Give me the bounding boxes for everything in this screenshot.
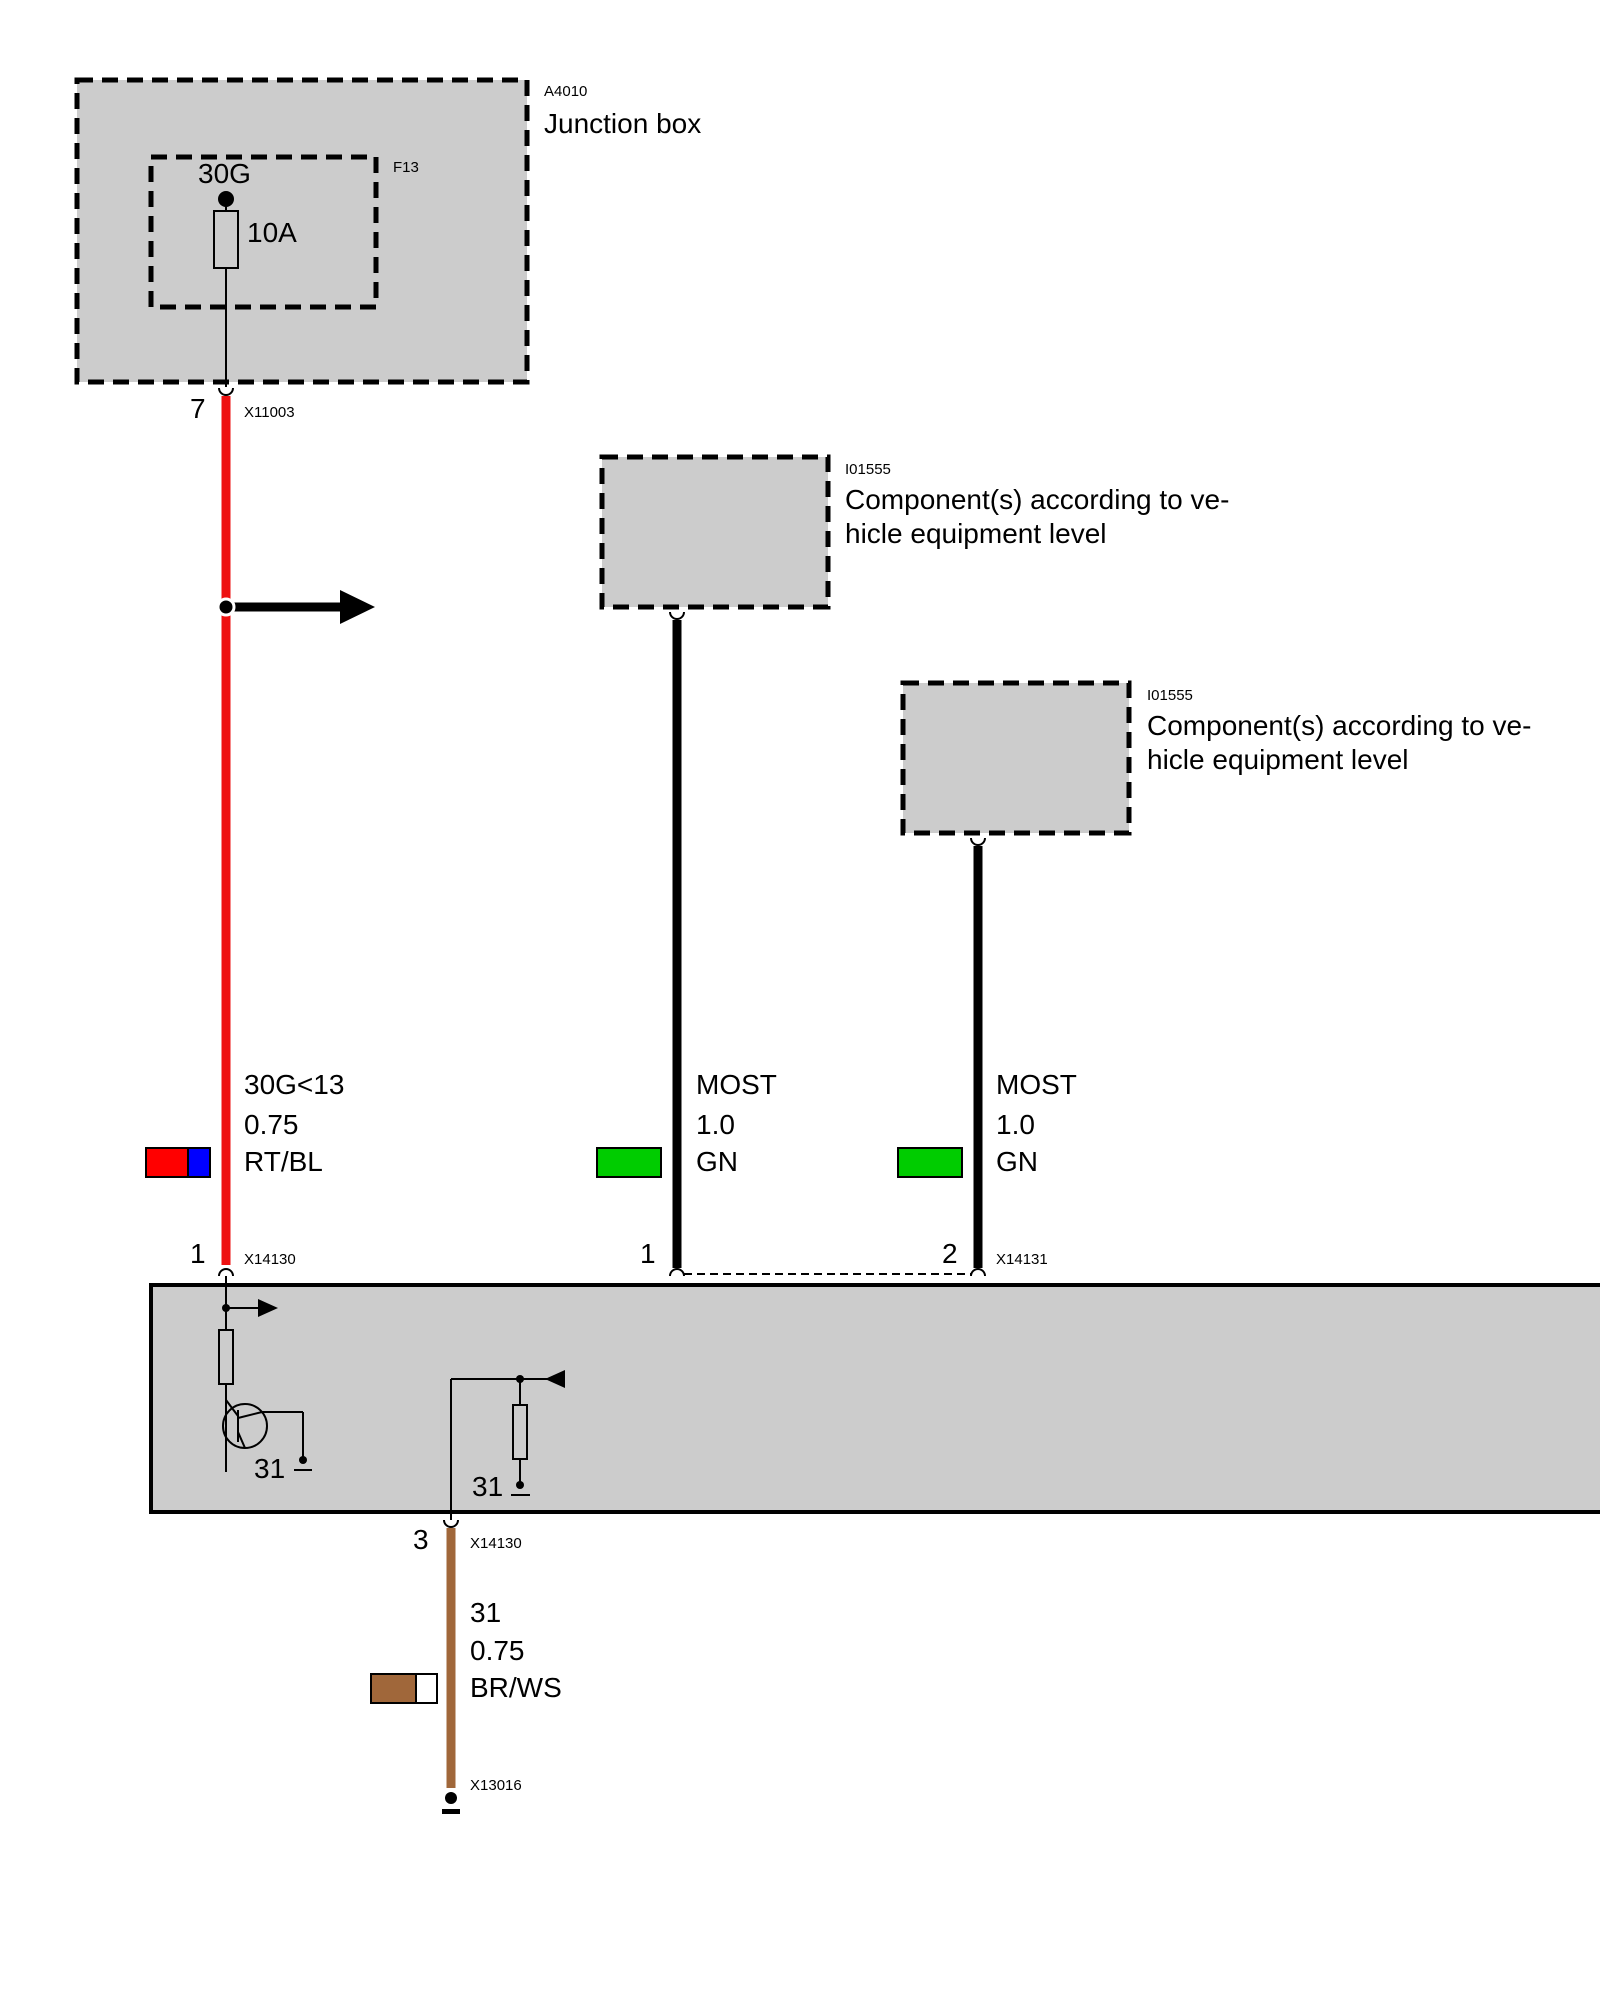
component-1-line2: hicle equipment level bbox=[845, 518, 1107, 549]
component-2-line1: Component(s) according to ve- bbox=[1147, 710, 1531, 741]
most-wire-2: MOST 1.0 GN bbox=[897, 846, 1077, 1268]
junction-box-name: Junction box bbox=[544, 108, 701, 139]
fuse-f13: F13 30G 10A bbox=[148, 154, 419, 387]
internal-input-arrow-icon bbox=[545, 1370, 565, 1388]
branch-arrow-icon bbox=[340, 590, 375, 624]
most-wire-1-swatch bbox=[596, 1147, 662, 1178]
connector-x14131-id: X14131 bbox=[996, 1251, 1048, 1268]
connector-x14130-pin1: 1 bbox=[190, 1238, 206, 1269]
ground-point-dot bbox=[445, 1792, 457, 1804]
most-wire-2-color-code: GN bbox=[996, 1146, 1038, 1177]
module-ground-1: 31 bbox=[254, 1453, 285, 1484]
connector-x13016-id: X13016 bbox=[470, 1777, 522, 1794]
connector-x14130-id-bottom: X14130 bbox=[470, 1535, 522, 1552]
component-1-line1: Component(s) according to ve- bbox=[845, 484, 1229, 515]
resistor-1 bbox=[218, 1329, 234, 1385]
most-wire-1-gauge: 1.0 bbox=[696, 1109, 735, 1140]
module-connectors: 1 X14130 1 2 X14131 bbox=[190, 1238, 1048, 1277]
connector-x14130-pin3: 3 bbox=[413, 1524, 429, 1555]
resistor-2 bbox=[512, 1404, 528, 1460]
ground-wire-swatch-white bbox=[415, 1673, 438, 1704]
connector-x11003-id: X11003 bbox=[244, 404, 295, 421]
module-ground-2: 31 bbox=[472, 1471, 503, 1502]
fuse-symbol bbox=[213, 210, 239, 269]
ground-wire-swatch-brown bbox=[370, 1673, 417, 1704]
connector-x11003-pin: 7 bbox=[190, 393, 206, 424]
most-wire-2-swatch bbox=[897, 1147, 963, 1178]
ground-wire-color-code: BR/WS bbox=[470, 1672, 562, 1703]
ground-wire-gauge: 0.75 bbox=[470, 1635, 525, 1666]
ground-wire-signal: 31 bbox=[470, 1597, 501, 1628]
ground-wire: 3 X14130 31 0.75 BR/WS X13016 bbox=[370, 1519, 562, 1814]
fuse-rating: 10A bbox=[247, 217, 297, 248]
connector-x14131-pin1: 1 bbox=[640, 1238, 656, 1269]
fuse-id: F13 bbox=[393, 159, 419, 176]
supply-wire-swatch-red bbox=[145, 1147, 189, 1178]
supply-wire-swatch-blue bbox=[187, 1147, 211, 1178]
most-wire-1-color-code: GN bbox=[696, 1146, 738, 1177]
supply-wire: 30G<13 0.75 RT/BL bbox=[145, 396, 375, 1265]
component-1: I01555 Component(s) according to ve- hic… bbox=[599, 454, 1229, 620]
fuse-terminal: 30G bbox=[198, 158, 251, 189]
connector-x11003: 7 X11003 bbox=[190, 387, 295, 424]
connector-x14131-pin2: 2 bbox=[942, 1238, 958, 1269]
splice-dot bbox=[216, 597, 236, 617]
component-1-id: I01555 bbox=[845, 461, 891, 478]
connector-x14130-id-top: X14130 bbox=[244, 1251, 296, 1268]
junction-box-id: A4010 bbox=[544, 83, 587, 100]
most-wire-2-gauge: 1.0 bbox=[996, 1109, 1035, 1140]
component-2-id: I01555 bbox=[1147, 687, 1193, 704]
control-module: 31 31 bbox=[149, 1276, 1600, 1520]
ground-point-icon bbox=[442, 1809, 460, 1814]
component-2-line2: hicle equipment level bbox=[1147, 744, 1409, 775]
most-wire-2-signal: MOST bbox=[996, 1069, 1077, 1100]
component-2: I01555 Component(s) according to ve- hic… bbox=[900, 680, 1531, 846]
supply-wire-gauge: 0.75 bbox=[244, 1109, 299, 1140]
internal-arrow-icon bbox=[258, 1299, 278, 1317]
most-wire-1-signal: MOST bbox=[696, 1069, 777, 1100]
supply-wire-color-code: RT/BL bbox=[244, 1146, 323, 1177]
most-wire-1: MOST 1.0 GN bbox=[596, 620, 777, 1268]
supply-wire-signal: 30G<13 bbox=[244, 1069, 344, 1100]
